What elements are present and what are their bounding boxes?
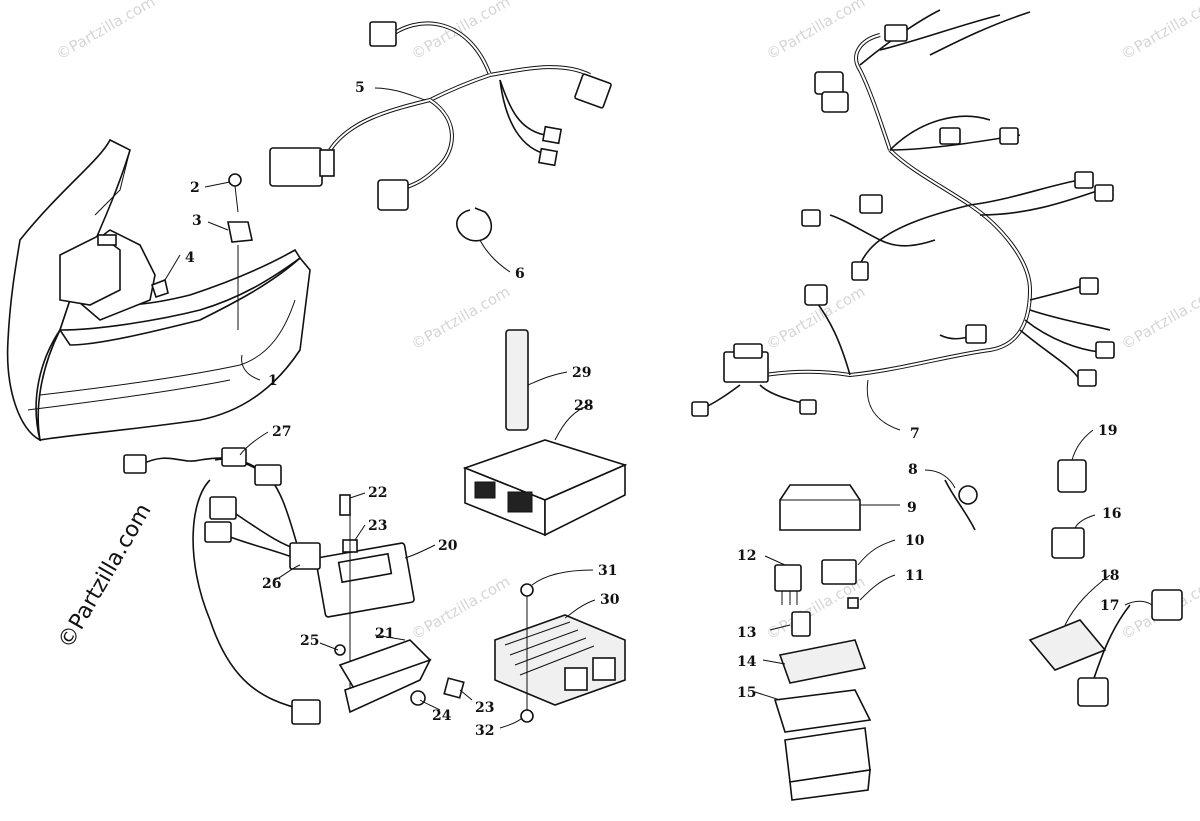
cdi-module <box>315 494 415 700</box>
callout-7: 7 <box>910 426 920 442</box>
callout-25: 25 <box>300 633 319 649</box>
callout-19: 19 <box>1098 423 1117 439</box>
right-side-parts <box>1028 459 1183 707</box>
callout-1: 1 <box>268 373 278 389</box>
callout-9: 9 <box>907 500 917 516</box>
callout-23b: 23 <box>475 700 494 716</box>
callout-31: 31 <box>598 563 617 579</box>
callout-16: 16 <box>1102 506 1121 522</box>
callout-20: 20 <box>438 538 458 554</box>
callout-8: 8 <box>908 462 918 478</box>
callout-29: 29 <box>572 365 591 381</box>
cable-tie <box>456 207 493 242</box>
callout-13: 13 <box>737 625 756 641</box>
headlight-harness <box>269 21 612 211</box>
callout-26: 26 <box>262 576 281 592</box>
leader-lines <box>164 87 1153 729</box>
callout-11: 11 <box>905 568 924 584</box>
sub-harness <box>123 447 321 725</box>
side-watermark: ©Partzilla.com <box>54 500 157 653</box>
callout-numbers: 1 2 3 4 5 6 7 8 9 10 11 12 13 14 15 16 1… <box>185 80 1121 739</box>
callout-24: 24 <box>432 708 452 724</box>
callout-4: 4 <box>185 250 195 266</box>
callout-15: 15 <box>737 685 756 701</box>
callout-14: 14 <box>737 654 757 670</box>
watermark-1: ©Partzilla.com <box>53 0 158 63</box>
relays-and-fuses <box>774 559 859 637</box>
callout-17: 17 <box>1100 598 1119 614</box>
callout-12: 12 <box>737 548 756 564</box>
callout-18: 18 <box>1100 568 1119 584</box>
fuse-box-cover <box>779 484 861 531</box>
ground-terminal <box>958 485 978 505</box>
callout-32: 32 <box>475 723 494 739</box>
callout-3: 3 <box>192 213 202 229</box>
mounting-bracket <box>334 639 465 714</box>
callout-23a: 23 <box>368 518 387 534</box>
callout-2: 2 <box>190 180 200 196</box>
callout-22: 22 <box>368 485 387 501</box>
callout-28: 28 <box>574 398 593 414</box>
headlight-assembly <box>6 138 311 442</box>
voltage-regulator <box>494 583 626 723</box>
watermark-5: ©Partzilla.com <box>408 282 513 353</box>
callout-5: 5 <box>355 80 365 96</box>
callout-21: 21 <box>375 626 394 642</box>
screw-and-clips <box>150 173 253 330</box>
callout-10: 10 <box>905 533 925 549</box>
watermark-8: ©Partzilla.com <box>408 572 513 643</box>
callout-6: 6 <box>515 266 525 282</box>
callout-27: 27 <box>272 424 291 440</box>
watermark-7: ©Partzilla.com <box>1118 282 1200 353</box>
watermark-3: ©Partzilla.com <box>763 0 868 63</box>
main-wire-harness <box>691 9 1115 417</box>
ground-wire <box>944 479 976 531</box>
watermark-4: ©Partzilla.com <box>1118 0 1200 63</box>
fuse-block <box>773 639 872 801</box>
callout-30: 30 <box>600 592 620 608</box>
ecu <box>462 329 628 537</box>
